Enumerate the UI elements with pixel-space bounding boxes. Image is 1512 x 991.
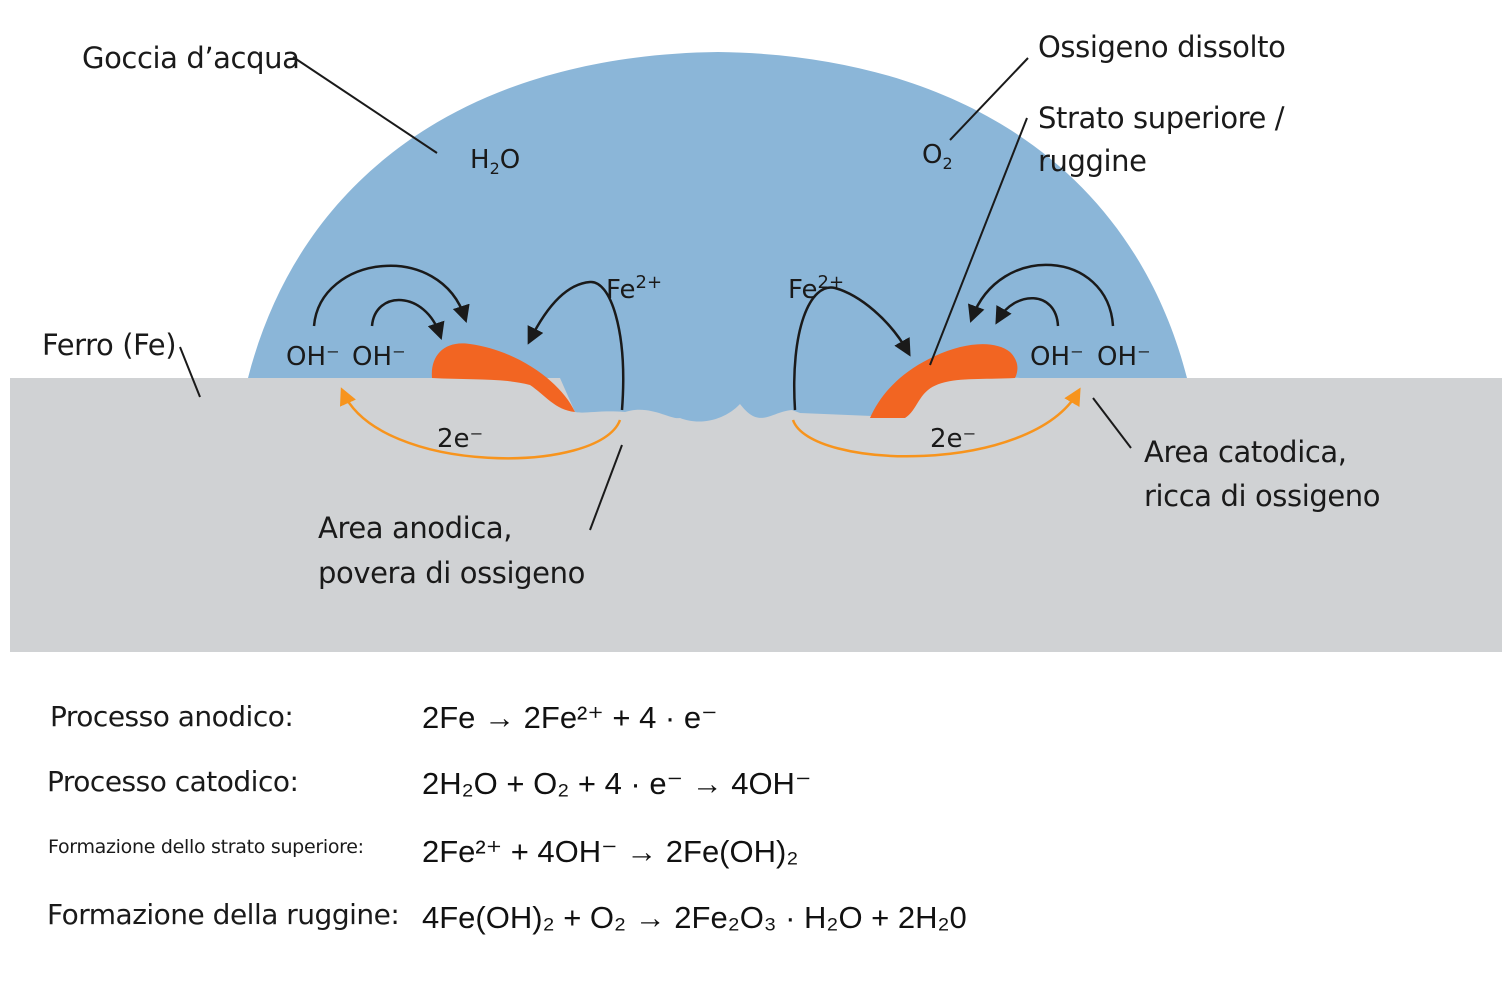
label-top-layer-2: ruggine <box>1038 144 1147 178</box>
label-cathodic-1: Area catodica, <box>1144 435 1347 469</box>
label-iron: Ferro (Fe) <box>42 328 176 362</box>
equation-cathodic: 2H₂O + O₂ + 4 · e⁻ → 4OH⁻ <box>422 766 812 801</box>
equation-label-cathodic: Processo catodico: <box>47 765 299 798</box>
electron-arrow-left <box>340 387 622 460</box>
label-water-drop: Goccia d’acqua <box>82 41 299 75</box>
pointer-line-anodic <box>589 444 623 531</box>
oh-arrow-left-inner <box>370 298 445 340</box>
label-anodic-2: povera di ossigeno <box>318 556 585 590</box>
fe-arrow-left <box>527 280 625 411</box>
species-fe-ion-left: Fe2+ <box>606 272 662 305</box>
pointer-line-oxygen <box>949 57 1029 141</box>
label-dissolved-oxygen: Ossigeno dissolto <box>1038 30 1286 64</box>
iron-block <box>10 378 1502 652</box>
rust-layer-right <box>870 344 1018 418</box>
equation-label-rust: Formazione della ruggine: <box>47 898 400 931</box>
species-oxygen: O2 <box>922 140 953 173</box>
oh-arrow-right-outer <box>968 263 1115 327</box>
species-oh-left-1: OH⁻ <box>286 342 340 372</box>
equation-rust: 4Fe(OH)₂ + O₂ → 2Fe₂O₃ · H₂O + 2H₂0 <box>422 900 967 935</box>
pointer-line-water-drop <box>292 56 438 154</box>
species-fe-ion-right: Fe2+ <box>788 272 844 305</box>
equation-label-anodic: Processo anodico: <box>50 700 294 733</box>
label-top-layer-1: Strato superiore / <box>1038 101 1285 135</box>
label-cathodic-2: ricca di ossigeno <box>1144 479 1380 513</box>
label-anodic-1: Area anodica, <box>318 511 512 545</box>
species-water: H2O <box>470 145 520 178</box>
equation-anodic: 2Fe → 2Fe²⁺ + 4 · e⁻ <box>422 700 718 735</box>
equation-top-layer: 2Fe²⁺ + 4OH⁻ → 2Fe(OH)₂ <box>422 834 799 869</box>
pointer-line-cathodic <box>1092 397 1132 449</box>
rust-layer-left <box>431 343 575 412</box>
pointer-line-iron <box>179 346 201 398</box>
species-oh-right-1: OH⁻ <box>1030 342 1084 372</box>
water-droplet <box>248 52 1187 422</box>
oh-arrow-left-outer <box>312 264 470 327</box>
species-electrons-left: 2e⁻ <box>437 424 483 454</box>
electron-arrow-right <box>791 387 1081 458</box>
fe-arrow-right <box>793 286 911 411</box>
species-oh-left-2: OH⁻ <box>352 342 406 372</box>
oh-arrow-right-inner <box>995 297 1060 327</box>
equation-label-top-layer: Formazione dello strato superiore: <box>48 836 364 858</box>
pointer-line-rust <box>929 117 1028 366</box>
species-oh-right-2: OH⁻ <box>1097 342 1151 372</box>
species-electrons-right: 2e⁻ <box>930 424 976 454</box>
